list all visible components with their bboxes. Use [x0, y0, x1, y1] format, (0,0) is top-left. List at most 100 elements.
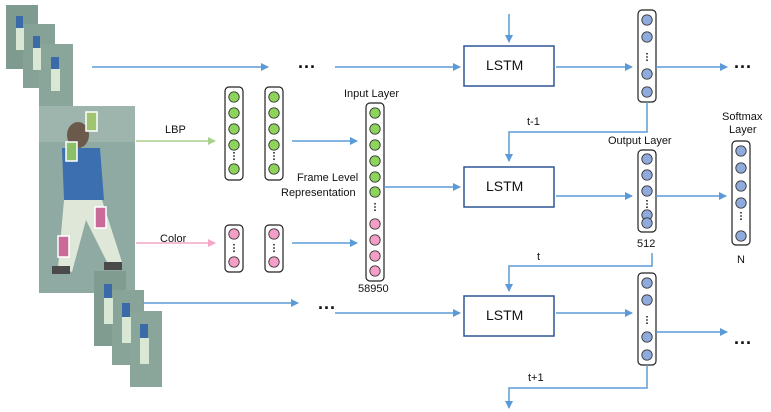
input-node-lbp — [369, 107, 381, 119]
lbp-ellipsis — [273, 158, 275, 161]
lstm-label-bottom: LSTM — [486, 307, 524, 323]
softmax-dim-label: N — [737, 254, 745, 266]
input-node-lbp — [369, 123, 381, 135]
ellipsis-bottom: ... — [318, 293, 337, 313]
output-node — [641, 153, 653, 165]
output-dim-label: 512 — [637, 238, 656, 250]
output-ellipsis — [646, 206, 648, 209]
softmax-node — [735, 180, 747, 192]
lbp-ellipsis — [233, 155, 235, 157]
frame-stack-top — [6, 5, 73, 108]
pedestrian-frame — [39, 106, 135, 293]
softmax-node — [735, 145, 747, 157]
output-node — [641, 185, 653, 197]
frame-stack-bottom — [94, 271, 162, 387]
lbp-node — [268, 139, 280, 151]
lstm-block-top — [463, 45, 555, 87]
input-node-color — [369, 250, 381, 262]
color-label: Color — [160, 233, 187, 245]
hidden-top-node-ellipsis — [646, 52, 648, 55]
input-node-lbp — [369, 186, 381, 198]
lbp-ellipsis — [233, 158, 235, 161]
color-node — [228, 228, 240, 240]
softmax-node — [735, 230, 747, 242]
lstm-block-bottom — [463, 295, 555, 337]
hidden-bottom-node — [641, 349, 653, 361]
hidden-bottom-node-ellipsis — [646, 319, 648, 321]
hidden-bottom-node — [641, 277, 653, 289]
hidden-bottom-node-ellipsis — [646, 322, 648, 325]
lbp-node — [228, 163, 240, 175]
color-ellipsis — [233, 247, 235, 249]
color-ellipsis — [233, 243, 235, 246]
input-node-lbp — [369, 155, 381, 167]
frame-level-label: Frame Level — [297, 172, 359, 184]
lbp-node — [268, 123, 280, 135]
recurrent-arrow-t-plus-1 — [505, 365, 648, 409]
input-node-lbp — [369, 139, 381, 151]
hidden-top-node — [641, 31, 653, 43]
recurrent-arrow-t — [505, 253, 653, 292]
lstm-label-middle: LSTM — [486, 178, 524, 194]
lbp-ellipsis — [273, 151, 275, 154]
input-layer-label: Input Layer — [344, 88, 400, 100]
hidden-top-node — [641, 68, 653, 80]
color-node — [228, 256, 240, 268]
input-node-color — [369, 218, 381, 230]
lbp-node — [268, 91, 280, 103]
input-ellipsis — [374, 206, 376, 208]
softmax-node — [735, 197, 747, 209]
softmax-layer-label: Layer — [729, 124, 757, 136]
lbp-ellipsis — [233, 151, 235, 154]
representation-label: Representation — [281, 187, 356, 199]
output-ellipsis — [646, 199, 648, 202]
hidden-top-node — [641, 86, 653, 98]
lbp-label: LBP — [165, 124, 186, 136]
lstm-block-middle — [463, 166, 555, 208]
softmax-node — [735, 162, 747, 174]
lbp-node — [228, 91, 240, 103]
color-ellipsis — [273, 243, 275, 246]
color-ellipsis — [273, 250, 275, 253]
hidden-top-node-ellipsis — [646, 56, 648, 58]
time-label-t-plus-1: t+1 — [528, 372, 544, 384]
output-node — [641, 169, 653, 181]
ellipsis-top: ... — [298, 52, 317, 72]
lstm-label-top: LSTM — [486, 57, 524, 73]
lbp-node — [268, 163, 280, 175]
time-label-t-minus-1: t-1 — [527, 116, 540, 128]
lbp-node — [228, 139, 240, 151]
input-node-color — [369, 265, 381, 277]
color-ellipsis — [233, 250, 235, 253]
color-node — [268, 256, 280, 268]
hidden-bottom-node-ellipsis — [646, 315, 648, 318]
time-label-t: t — [537, 251, 541, 263]
input-ellipsis — [374, 209, 376, 212]
lbp-ellipsis — [273, 155, 275, 157]
lbp-node — [228, 123, 240, 135]
ellipsis-right-bottom: ... — [734, 328, 753, 348]
output-layer-label: Output Layer — [608, 135, 672, 147]
input-dim-label: 58950 — [358, 283, 389, 295]
softmax-ellipsis — [740, 211, 742, 214]
input-ellipsis — [374, 202, 376, 205]
hidden-bottom-node — [641, 331, 653, 343]
hidden-bottom-node — [641, 294, 653, 306]
output-ellipsis — [646, 203, 648, 205]
lbp-node — [228, 107, 240, 119]
hidden-top-node — [641, 14, 653, 26]
input-node-lbp — [369, 171, 381, 183]
color-node — [268, 228, 280, 240]
output-node — [641, 217, 653, 229]
color-ellipsis — [273, 247, 275, 249]
recurrent-arrow-t-minus-1 — [505, 102, 648, 162]
hidden-top-node-ellipsis — [646, 59, 648, 62]
softmax-ellipsis — [740, 218, 742, 221]
lbp-node — [268, 107, 280, 119]
ellipsis-right-top: ... — [734, 52, 753, 72]
input-node-color — [369, 234, 381, 246]
softmax-ellipsis — [740, 215, 742, 217]
softmax-label: Softmax — [722, 111, 763, 123]
node-layer — [228, 14, 747, 361]
